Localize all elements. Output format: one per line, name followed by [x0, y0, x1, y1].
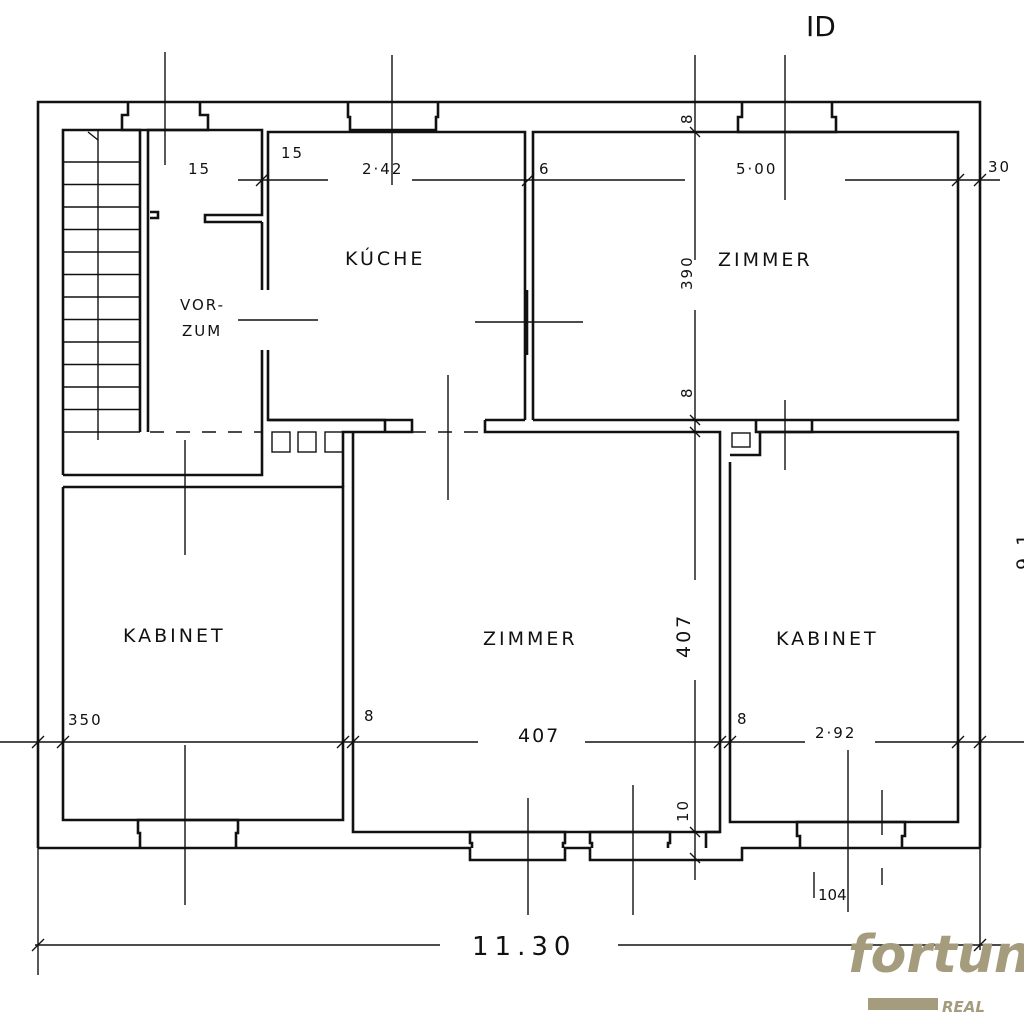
dim-500: 5·00: [736, 160, 777, 178]
dim-right-edge: 9.1: [1013, 531, 1024, 570]
sheet-mark: ID: [806, 10, 836, 43]
dim-8-top: 8: [678, 112, 696, 124]
dim-15-vorzimmer: 15: [188, 160, 211, 178]
logo-bar: [868, 998, 938, 1010]
dim-407-horizontal: 407: [518, 725, 560, 747]
staircase: [61, 128, 142, 475]
dim-10: 10: [674, 799, 692, 822]
windows-bottom: [136, 818, 907, 848]
room-label-kabinet-right: KABINET: [776, 628, 879, 650]
dim-30: 30: [988, 158, 1011, 176]
dim-104: 104: [818, 886, 847, 904]
dimension-lines: [0, 52, 1024, 975]
room-label-vorzimmer-1: VOR-: [180, 296, 225, 314]
dim-292: 2·92: [815, 724, 856, 742]
logo-text: fortuna: [848, 925, 1024, 985]
fortuna-real-logo: fortuna REAL: [848, 925, 1024, 1016]
dim-8-mid: 8: [678, 386, 696, 398]
windows-top: [120, 102, 838, 134]
room-label-kueche: KÚCHE: [345, 246, 425, 270]
vorzimmer-walls: [63, 128, 527, 477]
dim-407-vertical: 407: [673, 613, 695, 658]
dim-8-left: 8: [364, 707, 376, 725]
room-label-vorzimmer-2: ZUM: [182, 322, 222, 340]
logo-subtext: REAL: [942, 998, 985, 1016]
dim-8-right: 8: [737, 710, 749, 728]
dim-6: 6: [539, 160, 551, 178]
dim-total-width: 11.30: [472, 932, 576, 962]
interior-walls: [61, 130, 960, 848]
room-label-zimmer-top: ZIMMER: [718, 249, 813, 271]
dim-350: 350: [68, 711, 103, 729]
dim-15-wall: 15: [281, 144, 304, 162]
chimney-flues: [271, 431, 751, 453]
dim-242: 2·42: [362, 160, 403, 178]
room-label-zimmer-middle: ZIMMER: [483, 628, 578, 650]
exterior-walls: [36, 100, 982, 862]
stair-steps: [63, 161, 140, 433]
room-label-kabinet-left: KABINET: [123, 625, 226, 647]
dim-390: 390: [678, 255, 696, 290]
